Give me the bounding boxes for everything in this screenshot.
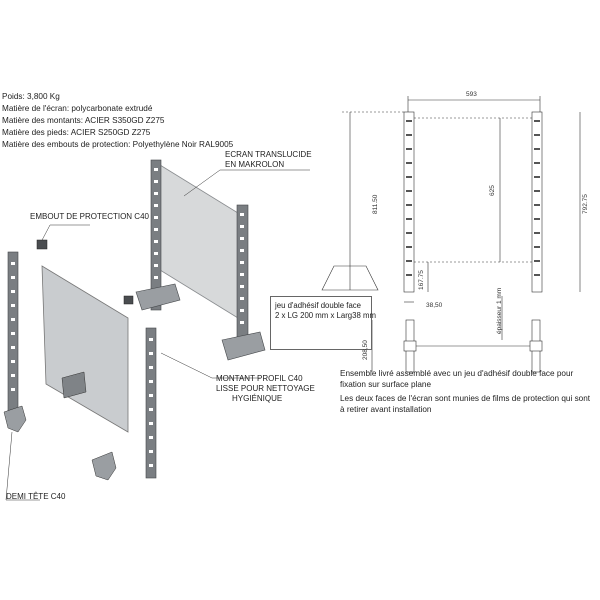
label-screen-line1: ECRAN TRANSLUCIDE bbox=[225, 150, 312, 159]
loose-post-right bbox=[145, 327, 157, 479]
half-head-1 bbox=[3, 405, 27, 433]
label-post-line3: HYGIÉNIQUE bbox=[232, 394, 283, 403]
label-end-cap: EMBOUT DE PROTECTION C40 bbox=[30, 212, 149, 221]
plan-view bbox=[371, 296, 543, 373]
tape-line2: 2 x LG 200 mm x Larg38 mm bbox=[275, 311, 376, 320]
label-half-head: DEMI TÊTE C40 bbox=[6, 492, 66, 501]
dim-left-height: 811.50 bbox=[372, 194, 379, 214]
front-elevation bbox=[321, 96, 581, 303]
spec-screen-material: Matière de l'écran: polycarbonate extrud… bbox=[2, 104, 153, 113]
dim-screen-height: 625 bbox=[489, 185, 496, 196]
dim-thickness: épaisseur 1 mm bbox=[496, 287, 503, 334]
spec-weight: Poids: 3,800 Kg bbox=[2, 92, 60, 101]
tape-line1: jeu d'adhésif double face bbox=[275, 301, 362, 310]
dim-total-width: 593 bbox=[466, 91, 477, 98]
spec-post-material: Matière des montants: ACIER S350GD Z275 bbox=[2, 116, 165, 125]
note-assembly: Ensemble livré assemblé avec un jeu d'ad… bbox=[340, 369, 574, 389]
end-cap-2 bbox=[123, 295, 134, 305]
dim-right-height: 792.75 bbox=[582, 194, 589, 214]
label-screen-line2: EN MAKROLON bbox=[225, 160, 285, 169]
label-post-line2: LISSE POUR NETTOYAGE bbox=[216, 384, 315, 393]
exploded-view bbox=[3, 239, 157, 481]
spec-cap-material: Matière des embouts de protection: Polye… bbox=[2, 140, 234, 149]
dim-foot-offset: 38,50 bbox=[426, 302, 443, 309]
label-post-line1: MONTANT PROFIL C40 bbox=[216, 374, 303, 383]
dim-lower-gap: 167.75 bbox=[418, 270, 425, 290]
half-head-2 bbox=[91, 451, 117, 481]
loose-screen-panel bbox=[41, 265, 129, 433]
dim-depth: 208,50 bbox=[362, 340, 369, 360]
assembled-screen-view bbox=[135, 159, 266, 361]
note-protection-film: Les deux faces de l'écran sont munies de… bbox=[340, 394, 591, 414]
end-cap-1 bbox=[36, 239, 48, 250]
tape-callout-box: jeu d'adhésif double face 2 x LG 200 mm … bbox=[270, 296, 376, 350]
spec-foot-material: Matière des pieds: ACIER S250GD Z275 bbox=[2, 128, 151, 137]
